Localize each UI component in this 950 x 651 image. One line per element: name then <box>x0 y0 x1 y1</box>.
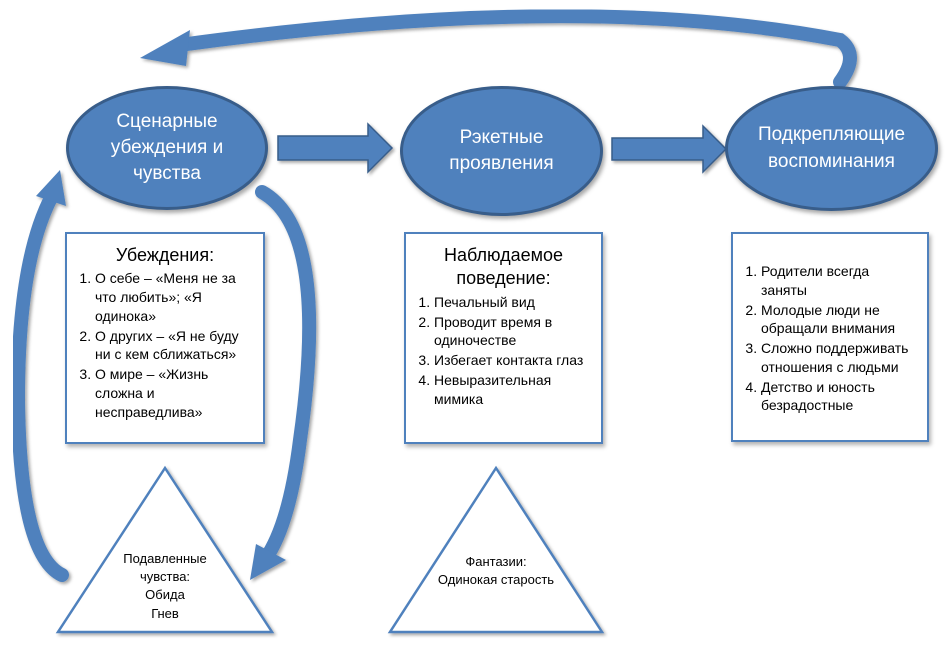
curved-arrow-up <box>10 170 69 582</box>
node-reinforcing-memories: Подкрепляющие воспоминания <box>725 86 938 211</box>
node-reinforcing-memories-label: Подкрепляющие воспоминания <box>757 124 906 172</box>
list-item: О мире – «Жизнь сложна и несправедлива» <box>95 365 255 421</box>
list-item: Избегает контакта глаз <box>434 351 593 370</box>
fantasies-label: Фантазии: Одинокая старость <box>437 554 555 588</box>
arrow-racket-to-memories <box>611 124 728 174</box>
feedback-arrow-top <box>140 9 857 89</box>
beliefs-box: Убеждения: О себе – «Меня не за что люби… <box>65 232 265 444</box>
triangle-fantasies <box>387 465 605 634</box>
beliefs-list: О себе – «Меня не за что любить»; «Я оди… <box>75 269 255 421</box>
node-script-beliefs-label: Сценарные убеждения и чувства <box>110 110 224 185</box>
curved-arrow-down <box>250 185 317 580</box>
behavior-title: Наблюдаемое поведение: <box>443 245 564 289</box>
list-item: Детство и юность безрадостные <box>761 378 919 416</box>
list-item: Проводит время в одиночестве <box>434 313 593 351</box>
node-racket-manifestations: Рэкетные проявления <box>400 86 603 216</box>
suppressed-feelings-label: Подавленные чувства: Обида Гнев <box>123 551 207 621</box>
list-item: О себе – «Меня не за что любить»; «Я оди… <box>95 269 255 325</box>
beliefs-title: Убеждения: <box>115 245 215 265</box>
behavior-list: Печальный вид Проводит время в одиночест… <box>414 293 593 409</box>
list-item: Сложно поддерживать отношения с людьми <box>761 339 919 377</box>
list-item: Печальный вид <box>434 293 593 312</box>
memories-list: Родители всегда заняты Молодые люди не о… <box>741 262 919 415</box>
triangle-suppressed-feelings <box>55 465 275 634</box>
list-item: Родители всегда заняты <box>761 262 919 300</box>
list-item: О других – «Я не буду ни с кем сближатьс… <box>95 327 255 365</box>
list-item: Невыразительная мимика <box>434 371 593 409</box>
node-script-beliefs: Сценарные убеждения и чувства <box>66 86 268 210</box>
arrow-scripts-to-racket <box>277 122 394 174</box>
memories-box: Родители всегда заняты Молодые люди не о… <box>731 232 929 442</box>
node-racket-manifestations-label: Рэкетные проявления <box>449 126 554 174</box>
list-item: Молодые люди не обращали внимания <box>761 301 919 339</box>
behavior-box: Наблюдаемое поведение: Печальный вид Про… <box>404 232 603 444</box>
